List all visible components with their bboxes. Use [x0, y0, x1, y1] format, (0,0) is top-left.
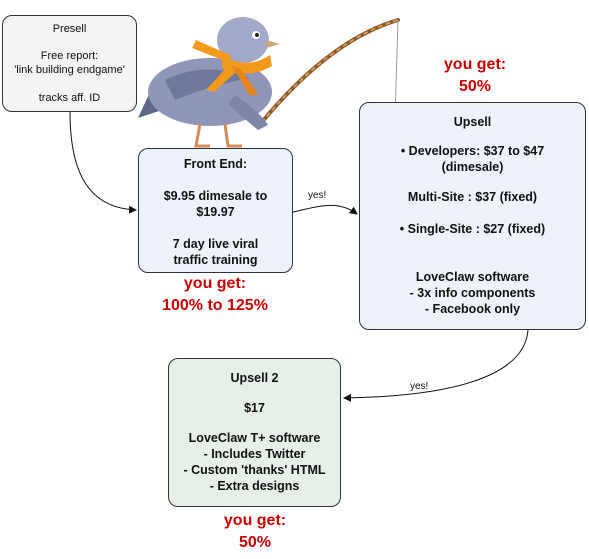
upsell-2-item-3: - Extra designs [209, 479, 300, 493]
upsell-item-1: - 3x info components [409, 286, 536, 300]
edge-label-frontend-upsell: yes! [308, 190, 327, 201]
upsell-2-software: LoveClaw T+ software [188, 431, 321, 445]
upsell-title: Upsell [453, 115, 492, 129]
front-end-box: Front End: $9.95 dimesale to $19.97 7 da… [138, 148, 293, 273]
pigeon-icon [138, 17, 280, 148]
upsell-item-2: - Facebook only [424, 302, 521, 316]
front-end-you-get-label: you get: [183, 275, 247, 292]
upsell-2-you-get-label: you get: [223, 512, 287, 529]
upsell-commission: 50% [458, 78, 492, 95]
upsell-box: Upsell • Developers: $37 to $47 (dimesal… [359, 102, 586, 330]
edge-presell-to-frontend [69, 111, 137, 214]
upsell-2-title: Upsell 2 [230, 371, 279, 385]
upsell-2-commission: 50% [238, 534, 272, 551]
edge-frontend-to-upsell [292, 204, 358, 215]
front-end-price-line-2: $19.97 [196, 205, 235, 219]
upsell-single-site: • Single-Site : $27 (fixed) [399, 222, 546, 236]
front-end-commission: 100% to 125% [162, 297, 268, 314]
edge-label-upsell-upsell2: yes! [410, 381, 429, 392]
upsell-2-you-get: you get: 50% [190, 510, 320, 554]
presell-line-1: Free report: [40, 50, 99, 62]
presell-box: Presell Free report: 'link building endg… [2, 15, 137, 112]
upsell-2-item-1: - Includes Twitter [203, 447, 306, 461]
upsell-developers-line-2: (dimesale) [441, 160, 504, 174]
front-end-price-line-1: $9.95 dimesale to [163, 189, 268, 203]
presell-line-3: tracks aff. ID [38, 92, 101, 104]
upsell-software: LoveClaw software [415, 270, 530, 284]
upsell-you-get-label: you get: [443, 56, 507, 73]
upsell-2-price: $17 [244, 401, 265, 415]
upsell-developers-line-1: • Developers: $37 to $47 [400, 144, 545, 158]
front-end-desc-line-2: traffic training [173, 253, 258, 267]
front-end-desc-line-1: 7 day live viral [172, 237, 259, 251]
upsell-2-box: Upsell 2 $17 LoveClaw T+ software - Incl… [168, 358, 341, 507]
upsell-you-get: you get: 50% [410, 54, 540, 98]
presell-title: Presell [52, 23, 87, 35]
front-end-you-get: you get: 100% to 125% [140, 273, 290, 317]
presell-line-2: 'link building endgame' [14, 64, 125, 76]
front-end-title: Front End: [183, 157, 248, 171]
upsell-multi-site: Multi-Site : $37 (fixed) [407, 190, 538, 204]
upsell-2-item-2: - Custom 'thanks' HTML [183, 463, 326, 477]
edge-upsell-to-upsell2 [343, 329, 529, 402]
